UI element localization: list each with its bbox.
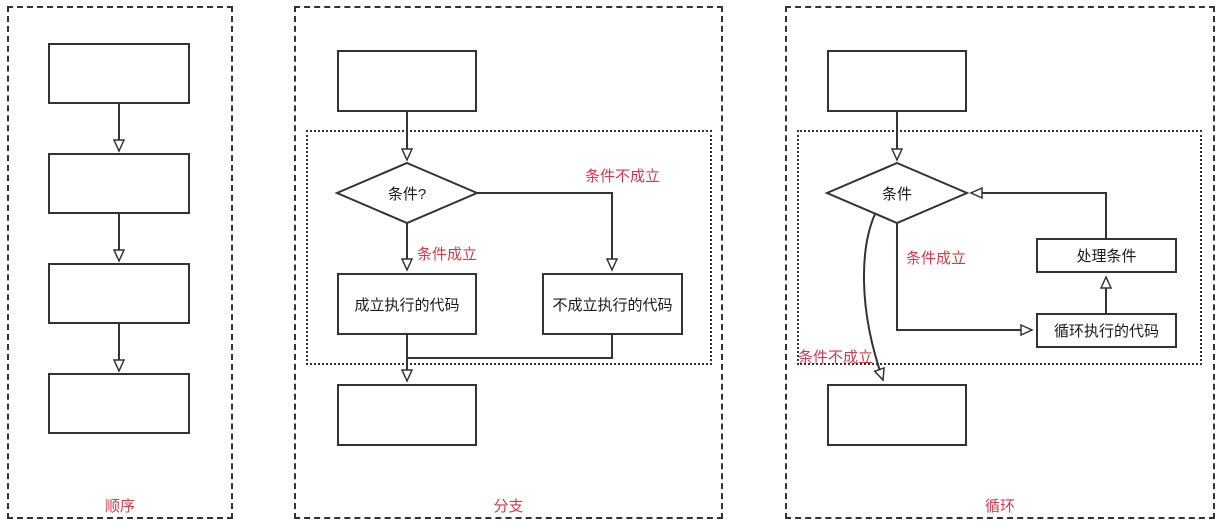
loop-process-box: 处理条件 bbox=[1036, 238, 1177, 273]
loop-condition-region bbox=[797, 130, 1202, 365]
sequence-step-3 bbox=[48, 263, 190, 324]
branch-edge-merge bbox=[407, 335, 613, 359]
branch-edge-false bbox=[477, 192, 612, 270]
sequence-step-1 bbox=[48, 43, 190, 104]
branch-condition-label: 条件? bbox=[387, 185, 427, 203]
branch-condition-region bbox=[306, 130, 712, 365]
branch-false-box: 不成立执行的代码 bbox=[542, 273, 683, 335]
branch-false-edge-label: 条件不成立 bbox=[585, 168, 661, 185]
loop-true-edge-label: 条件成立 bbox=[906, 250, 967, 267]
panel-sequence bbox=[7, 6, 233, 519]
branch-end-box bbox=[337, 384, 477, 446]
panel-branch bbox=[294, 6, 723, 519]
loop-false-edge-label: 条件不成立 bbox=[798, 349, 874, 366]
sequence-step-4 bbox=[48, 373, 190, 434]
branch-true-box: 成立执行的代码 bbox=[337, 273, 477, 335]
caption-sequence: 顺序 bbox=[104, 498, 135, 515]
loop-edge-exit-curve bbox=[863, 213, 883, 380]
loop-edge-true bbox=[896, 223, 1032, 330]
sequence-step-2 bbox=[48, 153, 190, 214]
loop-condition-diamond bbox=[824, 161, 970, 225]
caption-branch: 分支 bbox=[493, 498, 524, 515]
caption-loop: 循环 bbox=[984, 498, 1015, 515]
branch-true-edge-label: 条件成立 bbox=[417, 246, 478, 263]
loop-body-box: 循环执行的代码 bbox=[1036, 313, 1177, 348]
panel-loop bbox=[785, 6, 1215, 519]
loop-edge-process-to-condition bbox=[971, 193, 1107, 238]
loop-condition-label: 条件 bbox=[881, 185, 912, 203]
loop-start-box bbox=[827, 50, 967, 112]
branch-start-box bbox=[337, 50, 477, 112]
loop-end-box bbox=[827, 384, 967, 446]
branch-condition-diamond bbox=[334, 161, 480, 225]
